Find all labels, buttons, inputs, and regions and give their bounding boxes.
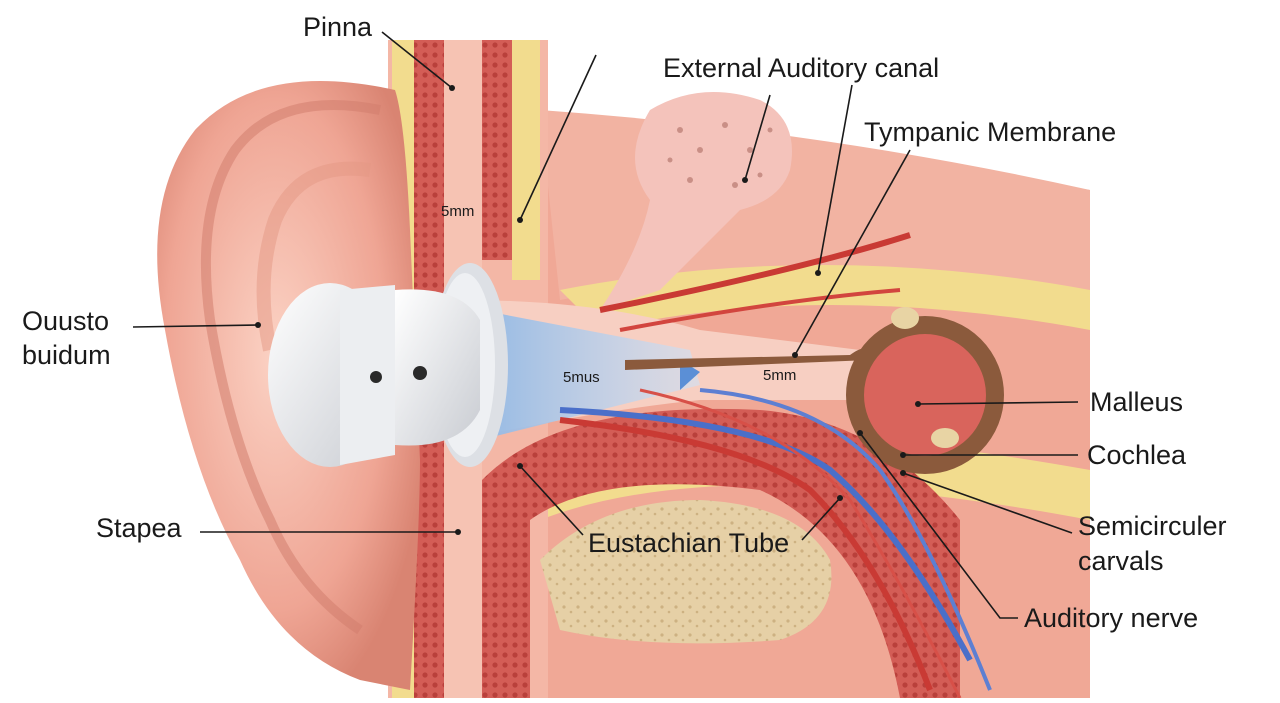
leader-dot-ouusto <box>255 322 261 328</box>
ossicle-rod <box>625 348 870 370</box>
measurement-upper: 5mm <box>441 203 474 220</box>
label-semicircular-line1: Semicirculer <box>1078 511 1227 541</box>
nerve-red-2 <box>639 388 962 699</box>
leader-dot-auditory-nerve <box>857 430 863 436</box>
fat-column-right <box>512 40 540 280</box>
leader-dot-malleus <box>915 401 921 407</box>
leader-canal-1 <box>519 54 597 221</box>
label-auditory-nerve: Auditory nerve <box>1024 603 1198 633</box>
leader-semicircular <box>902 472 1073 534</box>
leader-dot-canal-2 <box>815 270 821 276</box>
leader-dot-canal-3 <box>742 177 748 183</box>
label-tympanic: Tympanic Membrane <box>864 117 1116 147</box>
leader-lines <box>132 31 1079 619</box>
label-stapea: Stapea <box>96 513 183 543</box>
leader-dot-pinna <box>449 85 455 91</box>
leader-pinna <box>381 31 453 89</box>
measurement-middle: 5mm <box>763 367 796 384</box>
nerve-blue-2 <box>699 388 992 691</box>
cochlea-ring <box>846 316 1004 474</box>
leader-dot-semicircular <box>900 470 906 476</box>
ossicle-knob-bottom <box>931 428 959 448</box>
leader-auditory-nerve <box>859 432 1018 619</box>
label-malleus: Malleus <box>1090 387 1183 417</box>
leader-eustachian-1 <box>519 465 584 536</box>
helix-fold <box>200 100 381 635</box>
artery-upper <box>599 232 911 313</box>
label-ouusto-line2: buidum <box>22 340 111 370</box>
cochlea-core <box>863 333 987 457</box>
leader-tympanic <box>794 149 911 356</box>
label-ouusto-line1: Ouusto <box>22 306 109 336</box>
leader-dot-canal-1 <box>517 217 523 223</box>
leader-dot-eustachian-2 <box>837 495 843 501</box>
mastoid-pores <box>667 122 773 188</box>
leader-dot-tympanic <box>792 352 798 358</box>
temporal-bone <box>540 500 832 644</box>
earbud <box>268 263 508 467</box>
artery-lower <box>619 288 901 332</box>
leader-dot-stapea <box>455 529 461 535</box>
nerve-red-1 <box>559 417 933 692</box>
label-cochlea: Cochlea <box>1087 440 1187 470</box>
leader-malleus <box>917 401 1079 405</box>
nerve-blue-1 <box>559 407 973 662</box>
leader-eustachian-2 <box>801 497 841 541</box>
label-external-canal: External Auditory canal <box>663 53 939 83</box>
muscle-column-right <box>482 40 512 260</box>
leader-dot-eustachian-1 <box>517 463 523 469</box>
antihelix-fold <box>256 161 371 352</box>
leader-ouusto <box>132 324 259 328</box>
sound-wave <box>480 310 700 440</box>
mastoid-bone <box>600 92 792 310</box>
leader-dot-cochlea <box>900 452 906 458</box>
ossicle-knob-top <box>891 307 919 329</box>
label-semicircular-line2: carvals <box>1078 546 1164 576</box>
leader-canal-2 <box>817 84 853 274</box>
leader-canal-3 <box>744 94 771 181</box>
label-pinna: Pinna <box>303 12 373 42</box>
label-eustachian: Eustachian Tube <box>588 528 789 558</box>
measurement-canal: 5mus <box>563 369 600 386</box>
